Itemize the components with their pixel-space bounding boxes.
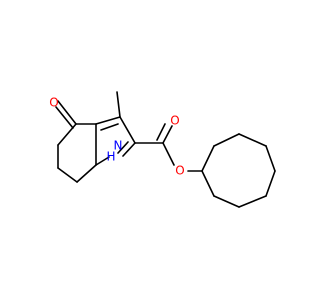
bond-layer (55, 91, 276, 208)
bond-cyclooctyl-2-3 (213, 133, 240, 147)
bond-c4a-c3 (95, 116, 121, 125)
bond-c6-c7 (57, 167, 78, 183)
bond-c2-n1-inner (117, 141, 129, 154)
bond-ester-carbon-oxygen (162, 142, 175, 166)
bond-ketone-to-c5 (57, 123, 77, 146)
bond-ester-carbonyl-second (156, 123, 166, 141)
bond-c7-c7a (76, 164, 97, 183)
bond-cyclooctyl-8-1 (201, 170, 215, 197)
bond-cyclooctyl-5-6 (265, 170, 276, 197)
bond-c3-methyl (116, 91, 121, 118)
bond-c4a-c3-inner (100, 123, 119, 131)
bond-c2-n1 (122, 142, 136, 157)
bond-cyclooctyl-1-2 (201, 145, 215, 172)
ring-nitrogen-hydrogen-label: H (106, 150, 115, 164)
bond-cyclooctyl-4-5 (265, 145, 276, 172)
ring-nitrogen-label: N (114, 139, 123, 153)
bond-cyclooctyl-7-8 (213, 195, 240, 208)
bond-n1-c7a (95, 156, 110, 166)
carbonyl-oxygen-label: O (170, 114, 179, 128)
bond-c3-c2 (119, 116, 136, 144)
bond-ester-carbonyl (162, 125, 173, 144)
atom-label-layer: O N H O O (49, 96, 184, 178)
bond-cyclooctyl-6-7 (238, 195, 267, 208)
ketone-oxygen-label: O (49, 96, 58, 110)
bond-ketone-carbonyl-second (55, 106, 74, 129)
ester-oxygen-label: O (175, 164, 184, 178)
bond-ketone-carbonyl (57, 100, 77, 125)
molecule-structure-diagram: O N H O O (49, 91, 276, 208)
bond-cyclooctyl-3-4 (238, 133, 267, 147)
